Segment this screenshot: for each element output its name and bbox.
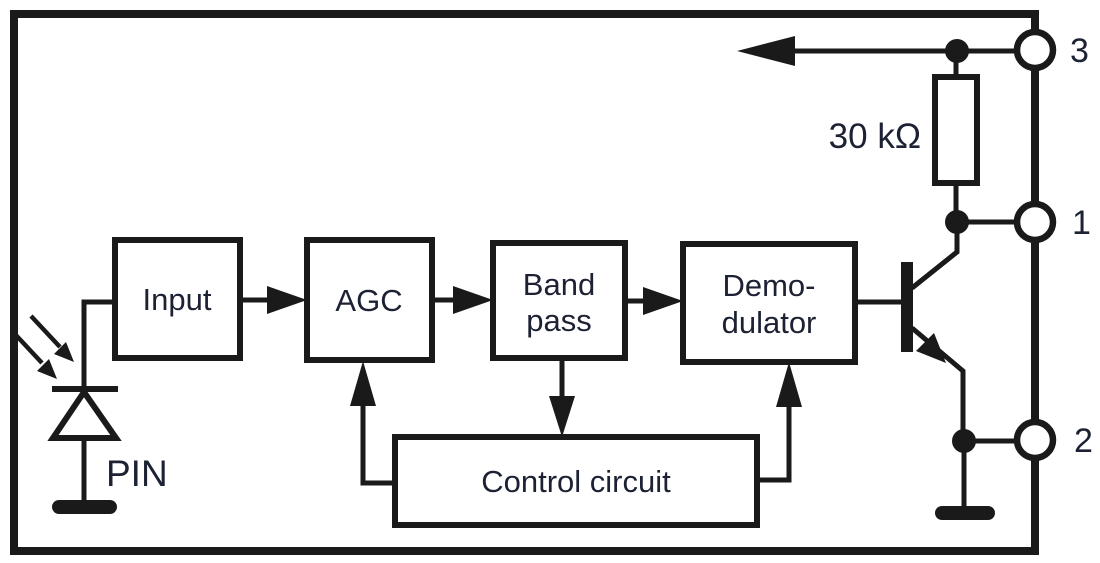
signal-chain [240,286,901,315]
pin-2-terminal [1013,418,1057,462]
block-agc: AGC [304,237,435,363]
arrow-down-to-control [549,396,575,437]
light-ray-arrowhead [54,342,74,362]
block-input: Input [112,237,243,361]
diode-triangle [47,386,122,441]
photodiode-icon [47,386,122,441]
block-input-box [112,237,243,361]
block-agc-label: AGC [335,283,402,318]
resistor-30k: 30 kΩ [829,51,980,222]
arrow-agc-to-bandpass [453,286,493,314]
resistor-value-label: 30 kΩ [829,117,921,156]
transistor-emitter-arrowhead [916,333,946,363]
pin-1: 1 [1013,200,1091,244]
block-input-label: Input [143,282,212,317]
block-agc-box [304,237,435,363]
block-control-circuit-box [392,434,760,528]
wire-control-to-demodulator [757,405,792,483]
arrow-up-to-demodulator [776,362,802,407]
arrow-up-to-agc [350,361,376,406]
photodiode-section: PIN [11,299,168,514]
arrow-bandpass-to-demodulator [643,287,683,315]
junction-dot [945,39,969,63]
light-ray-icon [11,314,74,379]
pin-3: 3 [1013,28,1089,72]
block-control-circuit: Control circuit [392,434,760,528]
output-rail [737,36,1035,66]
transistor-base-bar [901,262,913,352]
block-demodulator-box [680,241,858,365]
photodiode-label: PIN [106,453,168,494]
ic-boundary [10,10,1039,555]
pin-3-terminal [1013,28,1057,72]
block-bandpass: Band pass [490,240,628,361]
pin-1-label: 1 [1072,204,1091,242]
npn-transistor-icon [901,222,995,520]
resistor-icon [932,74,980,186]
block-demodulator-label-line2: dulator [722,305,817,340]
block-demodulator: Demo- dulator [680,241,858,365]
light-ray-shaft [11,330,44,365]
arrow-input-to-agc [267,286,307,314]
wire-control-to-agc [360,404,397,486]
pin-2-label: 2 [1074,422,1093,460]
block-demodulator-label-line1: Demo- [722,268,815,303]
arrow-left-icon [737,36,795,66]
block-control-circuit-label: Control circuit [481,464,671,499]
pin-3-label: 3 [1070,32,1089,70]
block-bandpass-label-line2: pass [526,303,591,338]
pin-2: 2 [1013,418,1093,462]
control-feedback [350,358,802,486]
photodiode-to-input-wire [81,299,115,389]
block-bandpass-box [490,240,628,361]
light-ray-arrowhead [37,359,57,379]
block-bandpass-label-line1: Band [523,267,595,302]
pin-1-terminal [1013,200,1057,244]
light-ray-shaft [29,314,62,349]
